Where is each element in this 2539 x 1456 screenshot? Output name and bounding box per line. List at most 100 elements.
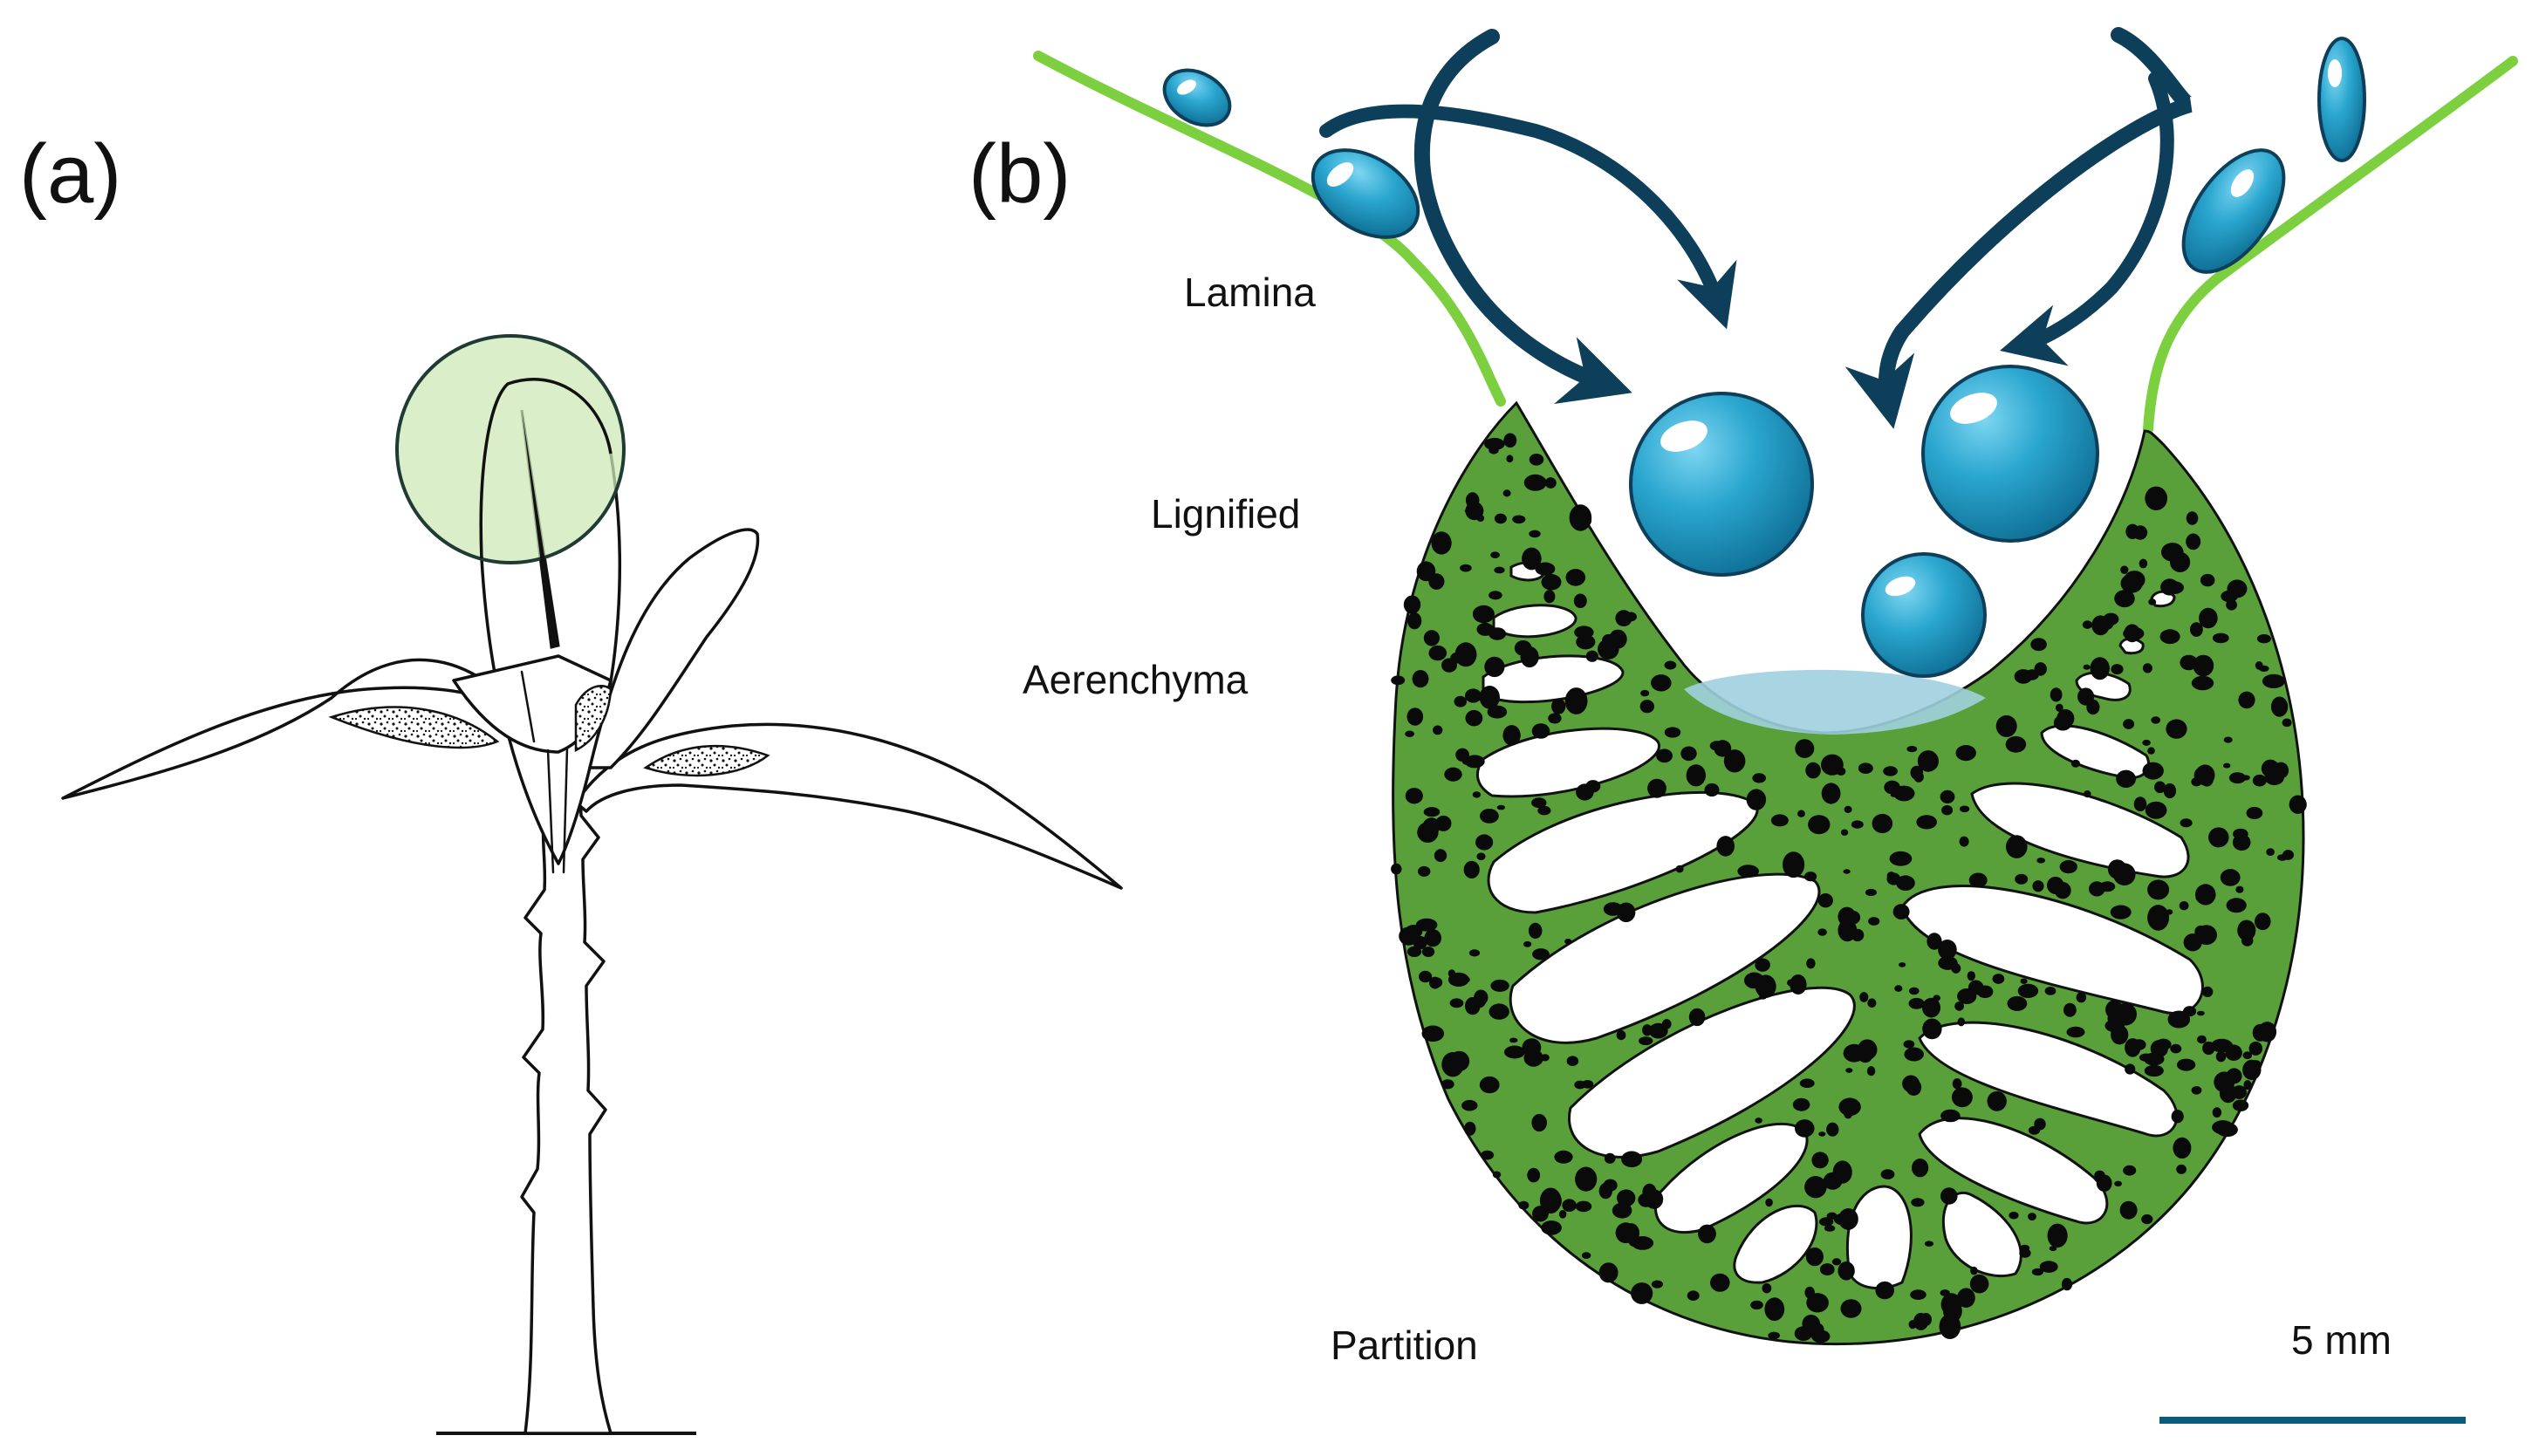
lignified-cell [1737,865,1759,878]
lignified-cell [1494,566,1505,574]
lignified-cell [1795,1119,1815,1138]
lignified-cell [1481,1150,1495,1160]
lignified-cell [2255,913,2271,931]
lignified-cell [1908,997,1925,1009]
lignified-cell [2147,905,2170,931]
lignified-cell [1504,1045,1525,1059]
lignified-cell [1647,778,1666,798]
lignified-cell [1479,686,1501,709]
lignified-cell [1527,1167,1541,1183]
lignified-cell [1872,813,1893,834]
drop-highlight [1177,79,1196,95]
lignified-cell [2148,598,2157,605]
lignified-cell [1797,810,1805,817]
lignified-cell [1532,948,1550,960]
lignified-cell [1464,755,1485,769]
lignified-cell [2133,796,2147,812]
lignified-cell [1832,1160,1852,1184]
lignified-cell [1523,474,1547,491]
lignified-cell [1428,645,1447,661]
left-leaf [61,658,560,800]
water-drop [1311,148,1420,239]
lignified-cell [1581,1252,1591,1259]
lignified-cell [2120,573,2143,593]
lignified-cell [1476,852,1486,860]
lignified-cell [1506,455,1514,463]
lignified-cell [1804,1286,1815,1299]
lignified-cell [1926,933,1942,950]
lamina-right [2143,56,2518,434]
lignified-cell [2094,1170,2105,1180]
drop-highlight [2328,59,2342,87]
lignified-cell [2050,687,2063,702]
lignified-cell [1955,745,1976,762]
lignified-cell [1899,962,1906,967]
water-drop [1921,365,2099,543]
lignified-cell [1924,1241,1934,1247]
lignified-cell [1473,606,1486,620]
lignified-cell [1704,783,1720,797]
lignified-cell [1484,437,1505,451]
lignified-cell [2154,781,2166,794]
lignified-cell [2145,486,2168,510]
lignified-cell [2219,1083,2237,1104]
lignified-cell [1444,767,1462,782]
water-drop [1629,392,1814,577]
lignified-cell [2076,992,2087,1003]
right-leaf [574,722,1123,890]
lignified-cell [1502,725,1521,746]
lignified-cell [1755,958,1770,972]
lignified-cell [2028,1213,2036,1221]
lignified-cell [2057,708,2075,728]
lignified-cell [2183,933,2202,952]
lignified-cell [1880,1169,1895,1179]
arrow [2000,72,2174,366]
lignified-cell [1531,723,1550,739]
lignified-cell [1811,1330,1831,1343]
lignified-cell [2223,762,2231,769]
lignified-cell [1817,928,1827,936]
lignified-cell [2242,1051,2253,1060]
lignified-cell [1920,1313,1932,1326]
lignified-cell [2223,736,2233,743]
lignified-cell [1770,814,1789,827]
lignified-cell [2116,769,2137,788]
lignified-cell [1833,1213,1852,1226]
lignified-cell [1441,1052,1464,1077]
lignified-cell [2125,523,2139,539]
lignified-cell [1460,564,1472,572]
lignified-cell [1548,713,1562,724]
lignified-cell [2276,854,2288,861]
lignified-cell [1940,1109,1961,1123]
lignified-cell [1543,590,1556,604]
lignified-cell [2193,766,2214,784]
lignified-cell [1843,869,1851,874]
lignified-cell [2186,511,2199,525]
air-space [1487,790,1759,914]
lignified-cell [2114,1180,2123,1187]
lignified-cell [1488,446,1499,455]
lignified-cell [1575,1166,1598,1192]
lignified-cell [1818,1131,1826,1137]
lignified-cell [2179,901,2189,911]
lignified-cell [1433,725,1443,735]
lignified-cell [2047,876,2064,894]
lignified-cell [2199,607,2218,629]
lignified-cell [2077,687,2095,706]
lignified-cell [2176,1058,2196,1071]
lignified-cell [2228,772,2247,784]
lignified-cell [1523,940,1532,947]
lignified-cell [1424,929,1441,947]
lignified-cell [2083,664,2091,670]
lignified-cell [2226,898,2247,913]
lignified-cell [1941,805,1954,816]
lignified-cell [2139,1053,2153,1062]
lignified-cell [1564,687,1588,714]
lignified-cell [2147,747,2155,755]
water-drops [1162,37,2366,678]
lignified-cell [1564,938,1572,945]
lignified-cell [1904,1047,1924,1062]
lignified-cell [1688,1008,1706,1027]
lamina-label: Lamina [1184,270,1316,315]
lignified-cell [1461,1099,1478,1111]
